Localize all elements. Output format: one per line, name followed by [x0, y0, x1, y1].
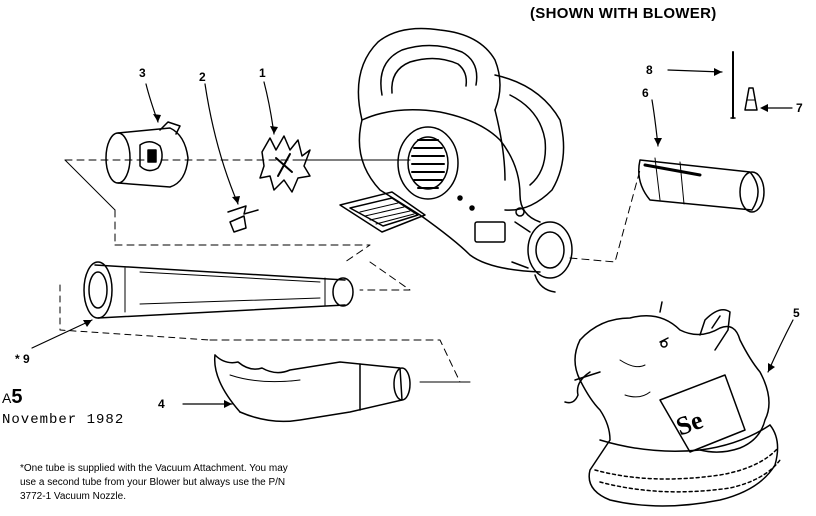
part-4-nozzle: [213, 354, 411, 423]
bag-print-text: Se: [672, 405, 706, 441]
blower-body: [339, 27, 573, 293]
header-note: (SHOWN WITH BLOWER): [530, 5, 717, 22]
part-9-tube: [83, 261, 354, 319]
callout-3: 3: [139, 66, 146, 80]
callout-2: 2: [199, 70, 206, 84]
callout-4: 4: [158, 397, 165, 411]
revision-date: November 1982: [2, 412, 125, 428]
part-6-sleeve: [638, 157, 765, 213]
leader-lines: [31, 69, 794, 405]
document-mark-prefix: A: [2, 390, 12, 406]
callout-6: 6: [642, 86, 649, 100]
callout-9: * 9: [15, 352, 30, 366]
part-1-impeller: [259, 135, 311, 193]
callout-7: 7: [796, 101, 803, 115]
part-5-bag: [564, 301, 781, 507]
callout-1: 1: [259, 66, 266, 80]
footnote-line-1: *One tube is supplied with the Vacuum At…: [20, 463, 288, 474]
footnote-line-3: 3772-1 Vacuum Nozzle.: [20, 491, 126, 502]
document-mark: A5: [2, 386, 22, 409]
arrowheads: [83, 68, 775, 408]
assembly-lines: [59, 159, 641, 383]
callout-8: 8: [646, 63, 653, 77]
footnote-line-2: use a second tube from your Blower but a…: [20, 477, 286, 488]
part-8-pin: [730, 51, 736, 119]
callout-5: 5: [793, 306, 800, 320]
part-3-intake-adapter: [105, 121, 189, 188]
part-2-clip: [227, 205, 259, 233]
document-mark-number: 5: [11, 386, 23, 408]
footnote: *One tube is supplied with the Vacuum At…: [20, 462, 288, 504]
part-7-cap: [744, 87, 758, 111]
